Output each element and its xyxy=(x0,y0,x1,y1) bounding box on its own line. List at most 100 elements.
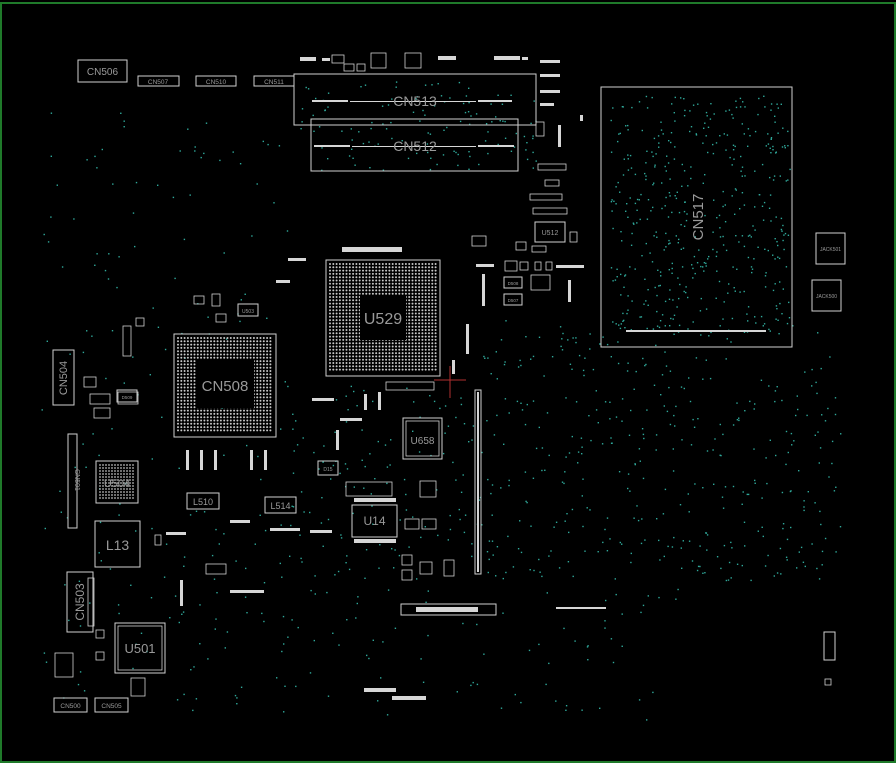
bga-ball xyxy=(123,494,125,496)
chip-u658[interactable]: U658 xyxy=(402,417,443,460)
bga-ball xyxy=(190,356,193,359)
diode-d507[interactable]: D507 xyxy=(503,293,523,306)
bga-ball xyxy=(348,282,351,285)
connector-cn517[interactable]: CN517 xyxy=(600,86,793,348)
via xyxy=(704,122,706,124)
connector-cn512[interactable]: CN512 xyxy=(310,118,519,172)
chip-u503[interactable]: U503 xyxy=(237,303,259,317)
via xyxy=(646,150,648,152)
chip-u14[interactable]: U14 xyxy=(351,498,398,543)
via xyxy=(815,381,817,384)
bottom-horizontal-connector[interactable] xyxy=(400,603,497,616)
bga-ball xyxy=(431,335,434,338)
via xyxy=(664,205,666,207)
via xyxy=(462,474,464,476)
bga-ball xyxy=(418,289,421,292)
via xyxy=(722,507,725,509)
connector-cn503[interactable]: CN503 xyxy=(66,571,95,633)
connector-cn507[interactable]: CN507 xyxy=(137,75,180,87)
bga-ball xyxy=(129,497,131,499)
via xyxy=(491,540,494,542)
bga-ball xyxy=(190,376,193,379)
via xyxy=(775,216,777,218)
chip-u504[interactable]: U504 xyxy=(95,460,139,504)
bga-ball xyxy=(114,491,116,493)
d507-label: D507 xyxy=(508,298,519,303)
connector-cn504[interactable]: CN504 xyxy=(52,349,75,406)
via xyxy=(364,465,366,468)
via xyxy=(668,269,670,271)
bga-ball xyxy=(259,422,262,425)
bga-ball xyxy=(108,482,110,484)
bga-ball xyxy=(246,426,249,429)
connector-cn505[interactable]: CN505 xyxy=(94,697,129,713)
via xyxy=(393,567,395,569)
connector-cn508[interactable]: CN508 xyxy=(173,333,277,438)
bga-ball xyxy=(428,329,430,331)
bga-ball xyxy=(404,355,407,358)
diode-d597[interactable] xyxy=(823,631,836,661)
via xyxy=(767,249,769,252)
via xyxy=(472,425,475,427)
diode-d15[interactable]: D15 xyxy=(317,460,339,476)
bga-ball xyxy=(262,366,265,369)
inductor-l510[interactable]: L510 xyxy=(186,492,220,510)
bga-ball xyxy=(117,467,119,469)
bga-ball xyxy=(111,488,113,490)
chip-u529[interactable]: U529 xyxy=(325,247,441,377)
bga-ball xyxy=(329,348,331,351)
jack501[interactable]: JACK501 xyxy=(815,232,846,265)
via xyxy=(716,251,718,253)
via xyxy=(762,535,764,538)
bga-ball xyxy=(378,345,381,348)
bga-ball xyxy=(338,368,341,371)
connector-cn500[interactable]: CN500 xyxy=(53,697,88,713)
connector-cn501[interactable]: CN501 xyxy=(67,433,80,529)
long-vertical-connector[interactable] xyxy=(474,389,482,575)
bga-ball xyxy=(335,282,338,285)
bga-ball xyxy=(365,352,368,355)
bga-ball xyxy=(395,368,397,371)
bga-ball xyxy=(243,337,245,339)
bga-ball xyxy=(102,464,104,466)
bga-ball xyxy=(246,353,249,356)
via xyxy=(804,565,806,568)
via xyxy=(784,147,786,149)
bga-ball xyxy=(431,269,434,272)
diode-d509[interactable]: D509 xyxy=(116,389,138,403)
connector-cn511[interactable]: CN511 xyxy=(253,75,295,87)
via xyxy=(182,611,185,613)
via xyxy=(817,431,819,433)
connector-cn506[interactable]: CN506 xyxy=(77,59,128,83)
bga-ball xyxy=(229,350,232,353)
bga-ball xyxy=(329,365,331,368)
via xyxy=(716,217,718,219)
via xyxy=(749,234,751,236)
chip-u512[interactable]: U512 xyxy=(534,221,566,243)
inductor-l13[interactable]: L13 xyxy=(94,520,141,568)
bga-ball xyxy=(391,272,394,275)
bga-ball xyxy=(385,272,388,275)
connector-cn510[interactable]: CN510 xyxy=(195,75,237,87)
bga-ball xyxy=(129,482,131,484)
via xyxy=(378,567,380,569)
via xyxy=(582,369,585,372)
bga-ball xyxy=(381,266,384,269)
chip-u501[interactable]: U501 xyxy=(114,622,166,674)
jack500[interactable]: JACK500 xyxy=(811,279,842,312)
diode-d508[interactable]: D508 xyxy=(503,276,523,289)
via xyxy=(544,469,546,471)
bga-ball xyxy=(332,296,335,298)
via xyxy=(658,596,660,599)
bga-ball xyxy=(196,356,199,359)
bga-ball xyxy=(233,343,236,346)
via xyxy=(586,646,589,648)
via xyxy=(613,200,615,202)
bga-ball xyxy=(256,419,259,422)
bga-ball xyxy=(371,348,374,351)
connector-cn513[interactable]: CN513 xyxy=(293,73,537,126)
bga-ball xyxy=(352,299,355,302)
inductor-l514[interactable]: L514 xyxy=(264,496,297,514)
via xyxy=(687,493,689,495)
